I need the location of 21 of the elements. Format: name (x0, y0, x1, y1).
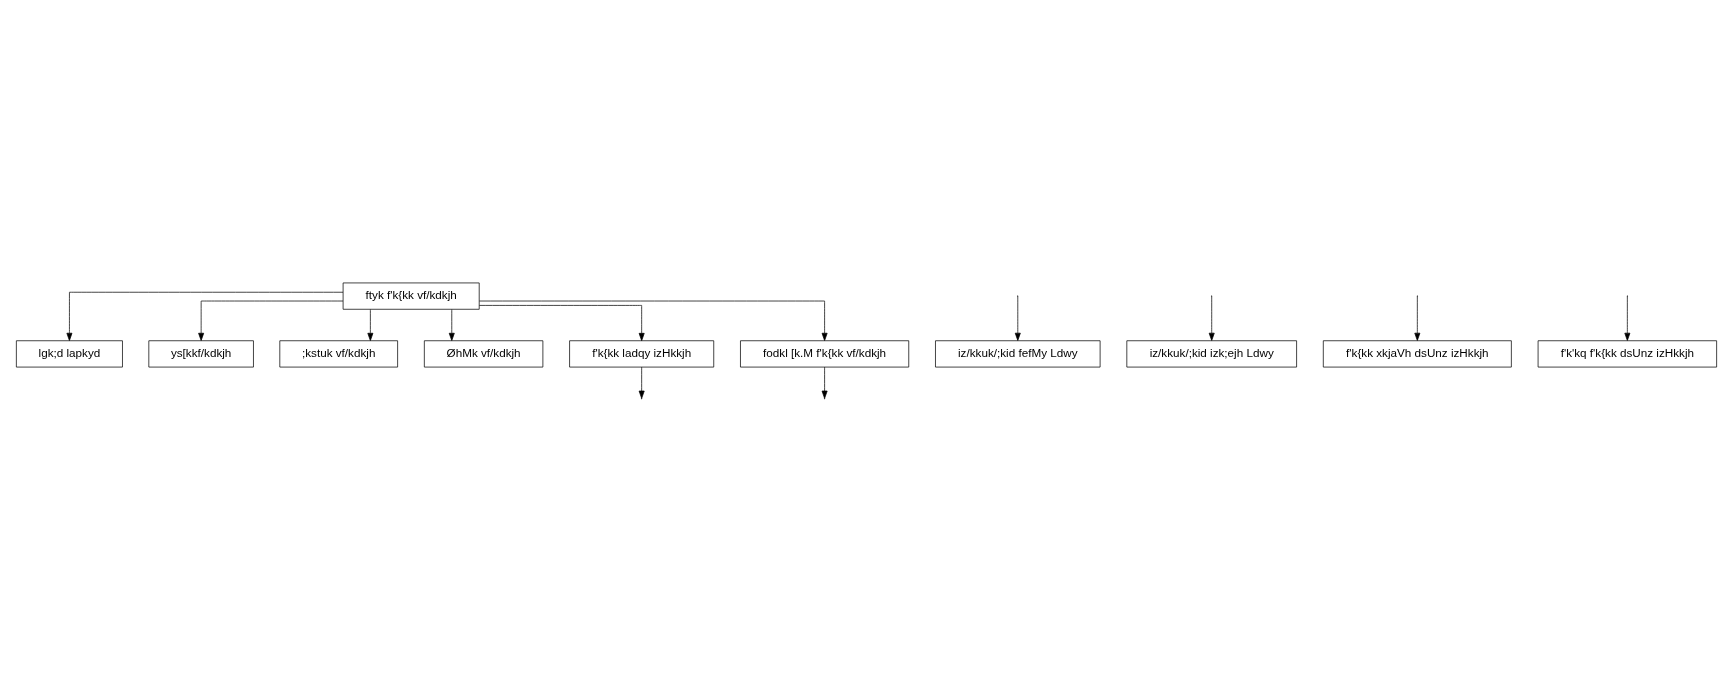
arrow (479, 300, 828, 341)
arrow (198, 300, 344, 341)
node-box: f'k'kq f'k{kk dsUnz izHkkjh (1537, 339, 1717, 367)
node-box: iz/kkuk/;kid fefMy Ldwy (935, 339, 1101, 367)
node-box: lgk;d lapkyd (16, 339, 123, 367)
arrow (1014, 295, 1021, 341)
node-box: fodkl [k.M f'k{kk vf/kdkjh (740, 339, 910, 367)
arrow (479, 304, 645, 341)
node-box: ys[kkf/kdkjh (148, 339, 254, 367)
arrow (66, 291, 344, 341)
node-box: f'k{kk ladqy izHkkjh (569, 339, 715, 367)
node-box: iz/kkuk/;kid izk;ejh Ldwy (1126, 339, 1297, 367)
node-box: ftyk f'k{kk vf/kdkjh (342, 282, 480, 310)
arrow (1624, 295, 1631, 341)
arrow (1208, 295, 1215, 341)
node-box: ;kstuk vf/kdkjh (279, 339, 398, 367)
arrow (1414, 295, 1421, 341)
arrow (367, 308, 374, 341)
arrow (448, 308, 455, 341)
node-box: ØhMk vf/kdkjh (423, 339, 544, 367)
node-box: f'k{kk xkjaVh dsUnz izHkkjh (1322, 339, 1512, 367)
